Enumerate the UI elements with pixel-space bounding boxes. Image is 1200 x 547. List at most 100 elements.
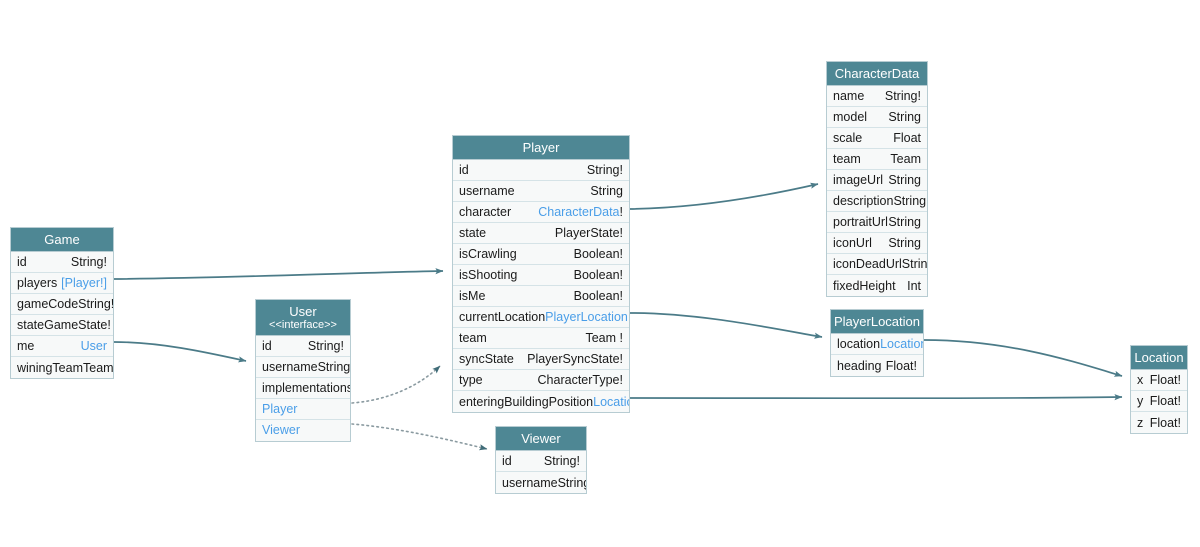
field-name: isCrawling xyxy=(459,247,517,261)
field-type: PlayerState! xyxy=(555,223,623,243)
field-type: Team xyxy=(83,358,113,378)
field-type: Team ! xyxy=(585,328,623,348)
edge-playerlocation-location-to-location xyxy=(923,339,1123,377)
field-name: iconDeadUrl xyxy=(833,257,902,271)
field-row[interactable]: Player xyxy=(256,399,350,420)
field-type-text: Float! xyxy=(1149,394,1181,408)
entity-playerlocation[interactable]: PlayerLocation locationLocation!headingFl… xyxy=(830,309,924,377)
edge-player-enteringbuildingposition-to-location xyxy=(629,394,1123,401)
field-type-text: String xyxy=(888,215,921,229)
field-row[interactable]: players[Player!] xyxy=(11,273,113,294)
field-type: Int xyxy=(907,276,921,296)
field-name: gameCode xyxy=(17,297,79,311)
field-type-text: User xyxy=(80,339,107,353)
field-type: String xyxy=(893,191,926,211)
field-name: username xyxy=(262,360,318,374)
field-row[interactable]: y Float! xyxy=(1131,391,1187,412)
field-name: y xyxy=(1137,394,1144,408)
field-row[interactable]: iconDeadUrlString xyxy=(827,254,927,275)
field-type: String! xyxy=(308,336,344,356)
field-type: String! xyxy=(71,252,107,272)
field-name: id xyxy=(17,255,27,269)
field-type-text: GameState! xyxy=(44,318,111,332)
field-name: players xyxy=(17,276,58,290)
field-type-text: String xyxy=(888,110,921,124)
field-row[interactable]: implementations xyxy=(256,378,350,399)
field-type-text: PlayerSyncState! xyxy=(527,352,623,366)
edge-game-me-to-user xyxy=(113,341,247,363)
field-row[interactable]: locationLocation! xyxy=(831,334,923,355)
entity-title: PlayerLocation xyxy=(834,314,920,329)
field-row[interactable]: id String! xyxy=(453,160,629,181)
field-type-text: Float xyxy=(893,131,921,145)
field-type: String xyxy=(888,212,921,232)
field-type-text: String! xyxy=(586,163,623,177)
field-name: Viewer xyxy=(262,423,300,437)
field-type-text: CharacterType! xyxy=(537,373,623,387)
field-row[interactable]: Viewer xyxy=(256,420,350,441)
field-name: implementations xyxy=(262,381,350,395)
field-type-text: String! xyxy=(884,89,921,103)
entity-title: Viewer xyxy=(521,431,561,446)
field-type-text: PlayerLocation xyxy=(545,310,628,324)
field-type: String xyxy=(590,181,623,201)
field-row[interactable]: enteringBuildingPositionLocation xyxy=(453,391,629,412)
entity-title: Player xyxy=(522,140,560,155)
field-type-text: Location xyxy=(593,394,629,409)
field-type-text: Location! xyxy=(880,337,923,351)
field-type-text: Float! xyxy=(1149,415,1181,430)
field-type: Float! xyxy=(886,356,917,376)
entity-title: User xyxy=(289,304,317,319)
field-type-text: Team xyxy=(890,152,921,166)
field-type-text: String xyxy=(888,236,921,250)
entity-header-player: Player xyxy=(453,136,629,160)
field-name: portraitUrl xyxy=(833,215,888,229)
field-type-text: String xyxy=(317,360,350,374)
field-type: Float! xyxy=(1150,413,1181,433)
field-name: id xyxy=(459,163,469,177)
field-name: x xyxy=(1137,373,1144,387)
entity-header-game: Game xyxy=(11,228,113,252)
field-row[interactable]: scale Float xyxy=(827,128,927,149)
field-type-text: String xyxy=(888,173,921,187)
entity-title: Game xyxy=(44,232,80,247)
field-name: scale xyxy=(833,131,863,145)
field-row[interactable]: id String! xyxy=(11,252,113,273)
field-type-text: Team ! xyxy=(585,331,623,345)
